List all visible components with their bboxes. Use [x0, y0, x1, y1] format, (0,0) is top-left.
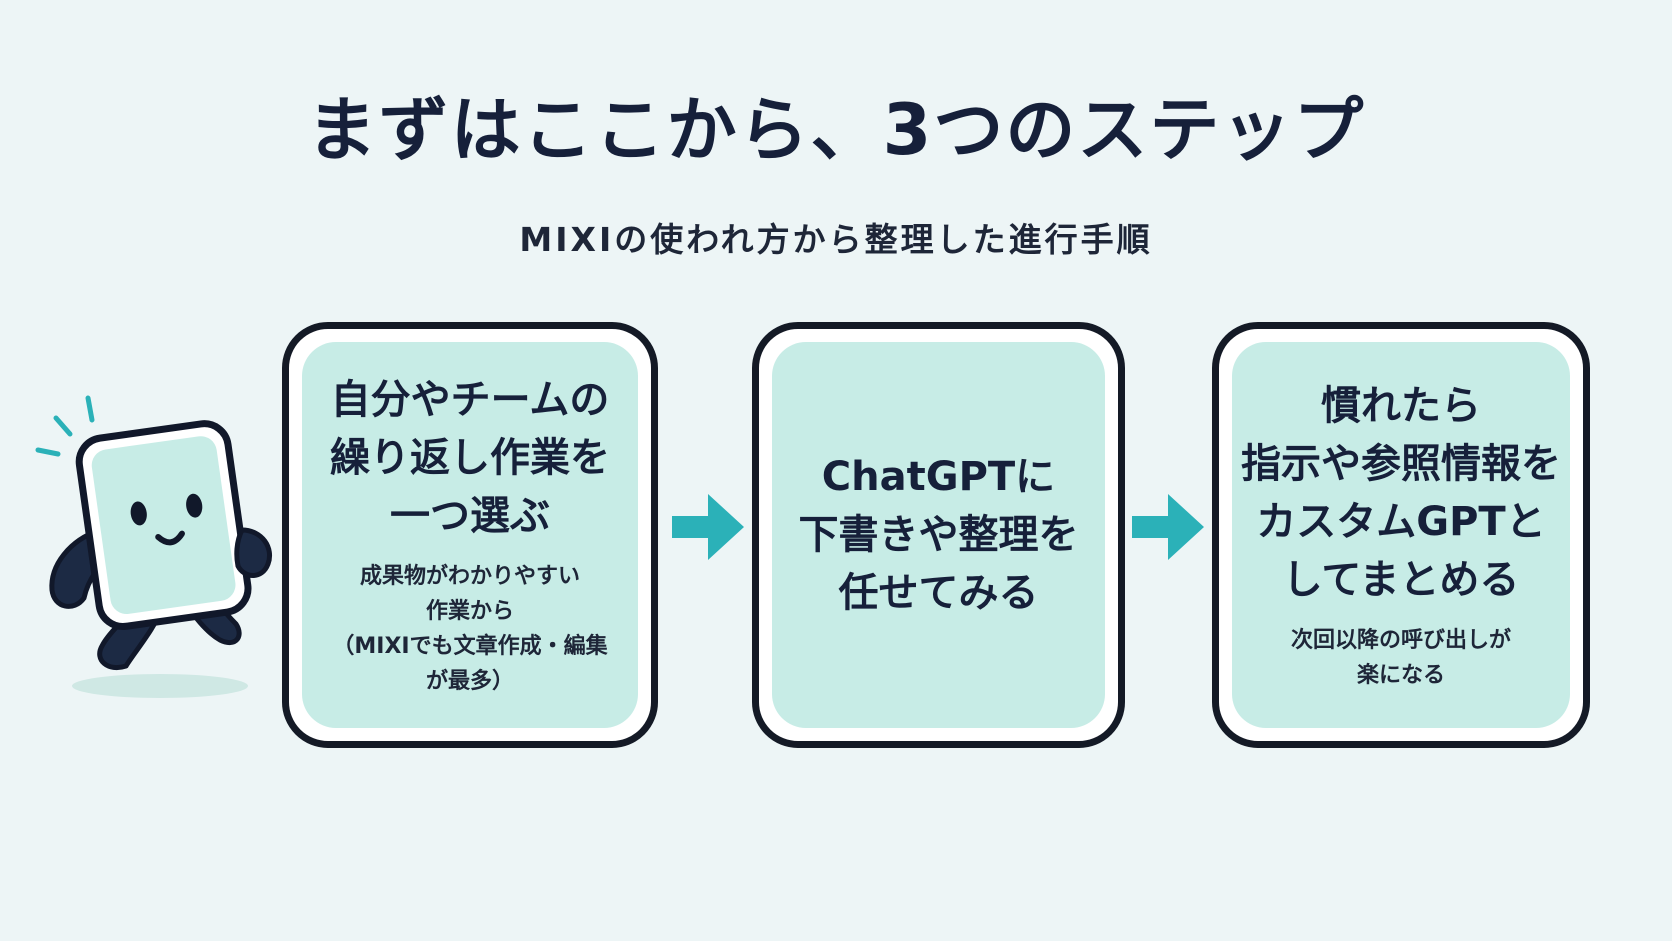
- step-3-main-line: してまとめる: [1282, 556, 1520, 603]
- step-3-main-line: 指示や参照情報を: [1241, 440, 1561, 487]
- step-3-note-line: 次回以降の呼び出しが: [1290, 627, 1511, 653]
- step-card-2-panel: ChatGPTに 下書きや整理を 任せてみる: [772, 342, 1105, 728]
- step-1-note-line: 成果物がわかりやすい: [359, 563, 580, 589]
- step-3-note: 次回以降の呼び出しが 楽になる: [1291, 623, 1511, 693]
- step-card-1-panel: 自分やチームの 繰り返し作業を 一つ選ぶ 成果物がわかりやすい 作業から （MI…: [302, 342, 638, 728]
- right-arrow-icon: [672, 494, 744, 560]
- right-arrow-icon: [1132, 494, 1204, 560]
- mascot-icon: [35, 395, 272, 698]
- page-title: まずはここから、3つのステップ: [306, 89, 1366, 171]
- step-1-main-text: 自分やチームの 繰り返し作業を 一つ選ぶ: [330, 371, 610, 545]
- motion-lines-icon: [35, 395, 95, 457]
- step-1-note-line: が最多）: [425, 669, 514, 695]
- step-3-note-line: 楽になる: [1356, 663, 1445, 688]
- page-subtitle: MIXIの使われ方から整理した進行手順: [519, 220, 1153, 259]
- step-3-main-line: 慣れたら: [1321, 382, 1481, 429]
- step-1-note-line: （MIXIでも文章作成・編集: [332, 634, 608, 659]
- step-card-3-panel: 慣れたら 指示や参照情報を カスタムGPTと してまとめる 次回以降の呼び出しが…: [1232, 342, 1570, 728]
- step-2-main-line: 任せてみる: [838, 570, 1039, 616]
- mascot-right-eye: [186, 493, 203, 518]
- mascot-mouth: [155, 530, 185, 546]
- step-card-3: 慣れたら 指示や参照情報を カスタムGPTと してまとめる 次回以降の呼び出しが…: [1212, 322, 1590, 748]
- step-2-main-text: ChatGPTに 下書きや整理を 任せてみる: [799, 448, 1079, 622]
- mascot-left-eye: [130, 501, 147, 526]
- step-1-note-line: 作業から: [425, 598, 514, 624]
- step-1-main-line: 自分やチームの: [330, 376, 610, 423]
- step-2-main-line: ChatGPTに: [821, 454, 1056, 500]
- step-1-main-line: 一つ選ぶ: [390, 492, 550, 539]
- step-card-2: ChatGPTに 下書きや整理を 任せてみる: [752, 322, 1125, 748]
- step-1-note: 成果物がわかりやすい 作業から （MIXIでも文章作成・編集 が最多）: [332, 559, 607, 700]
- step-3-main-line: カスタムGPTと: [1256, 498, 1546, 545]
- mascot-shadow: [72, 674, 248, 698]
- step-3-main-text: 慣れたら 指示や参照情報を カスタムGPTと してまとめる: [1241, 377, 1561, 609]
- mascot-right-arm: [234, 527, 272, 578]
- step-card-1: 自分やチームの 繰り返し作業を 一つ選ぶ 成果物がわかりやすい 作業から （MI…: [282, 322, 658, 748]
- step-2-main-line: 下書きや整理を: [798, 512, 1079, 558]
- step-1-main-line: 繰り返し作業を: [330, 434, 610, 481]
